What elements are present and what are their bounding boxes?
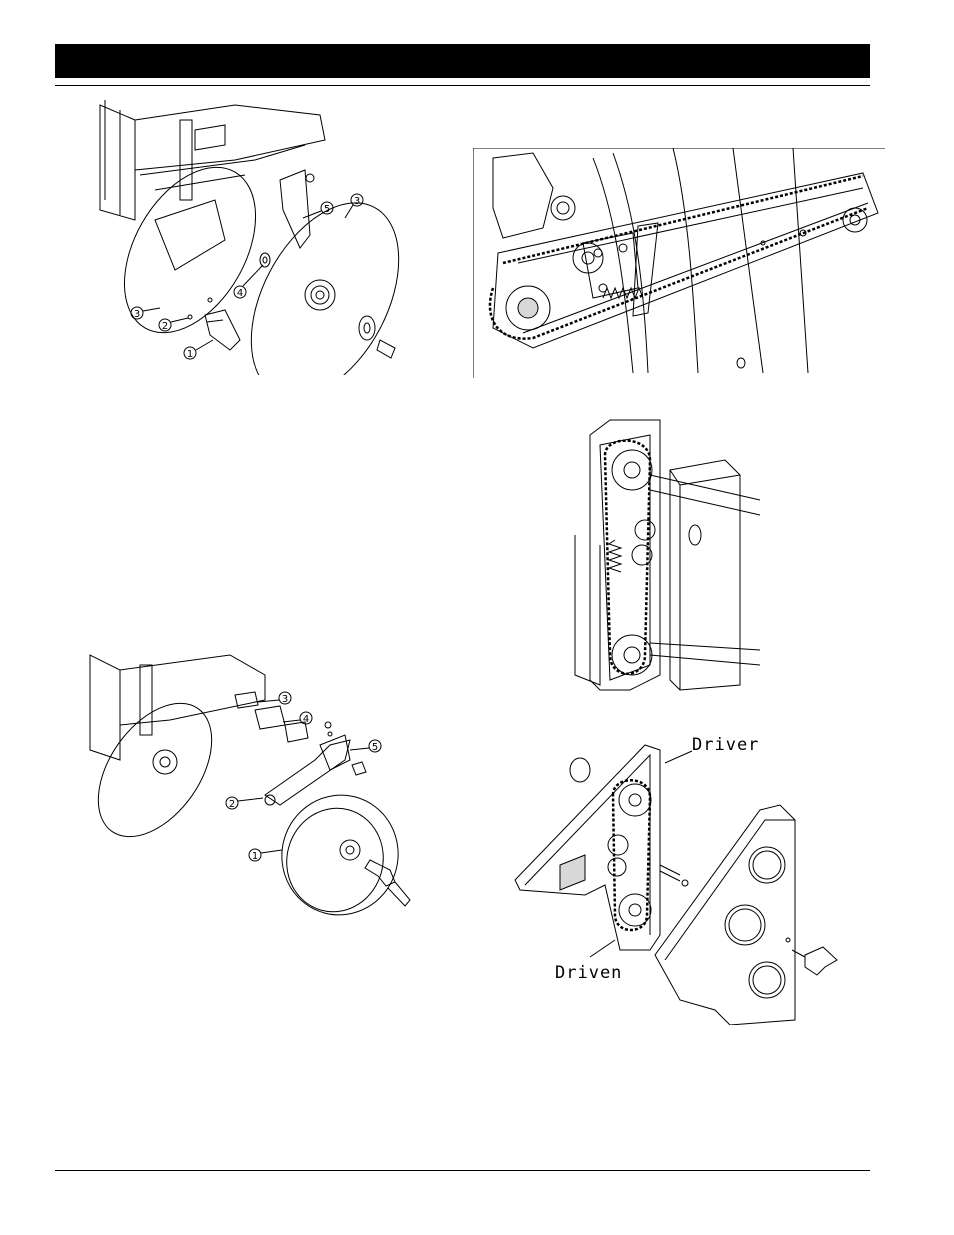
disc-opener-exploded-figure: 1 2 3 4 5 3 xyxy=(95,100,430,375)
chain-case-drawing xyxy=(570,415,770,695)
callout-3-disc: 3 xyxy=(354,196,360,207)
closing-wheel-exploded-figure: 1 2 3 4 5 xyxy=(80,650,420,920)
header-rule xyxy=(55,85,870,86)
callout-3: 3 xyxy=(282,694,288,705)
callout-1: 1 xyxy=(187,349,193,360)
disc-opener-drawing: 1 2 3 4 5 3 xyxy=(95,100,430,375)
callout-2: 2 xyxy=(162,321,168,332)
header-bar xyxy=(55,44,870,78)
callout-1: 1 xyxy=(252,851,258,862)
callout-5: 5 xyxy=(324,204,330,215)
chain-case-side-figure xyxy=(570,415,770,695)
driver-label: Driver xyxy=(692,735,759,755)
callout-4: 4 xyxy=(237,288,243,299)
closing-wheel-drawing: 1 2 3 4 5 xyxy=(80,650,420,920)
driven-label: Driven xyxy=(555,963,622,983)
callout-2: 2 xyxy=(229,799,235,810)
drive-chain-drawing xyxy=(473,148,885,380)
footer-rule xyxy=(55,1170,870,1171)
drive-chain-detail-figure xyxy=(473,148,885,380)
callout-3: 3 xyxy=(134,309,140,320)
callout-4: 4 xyxy=(303,714,309,725)
callout-5: 5 xyxy=(372,742,378,753)
